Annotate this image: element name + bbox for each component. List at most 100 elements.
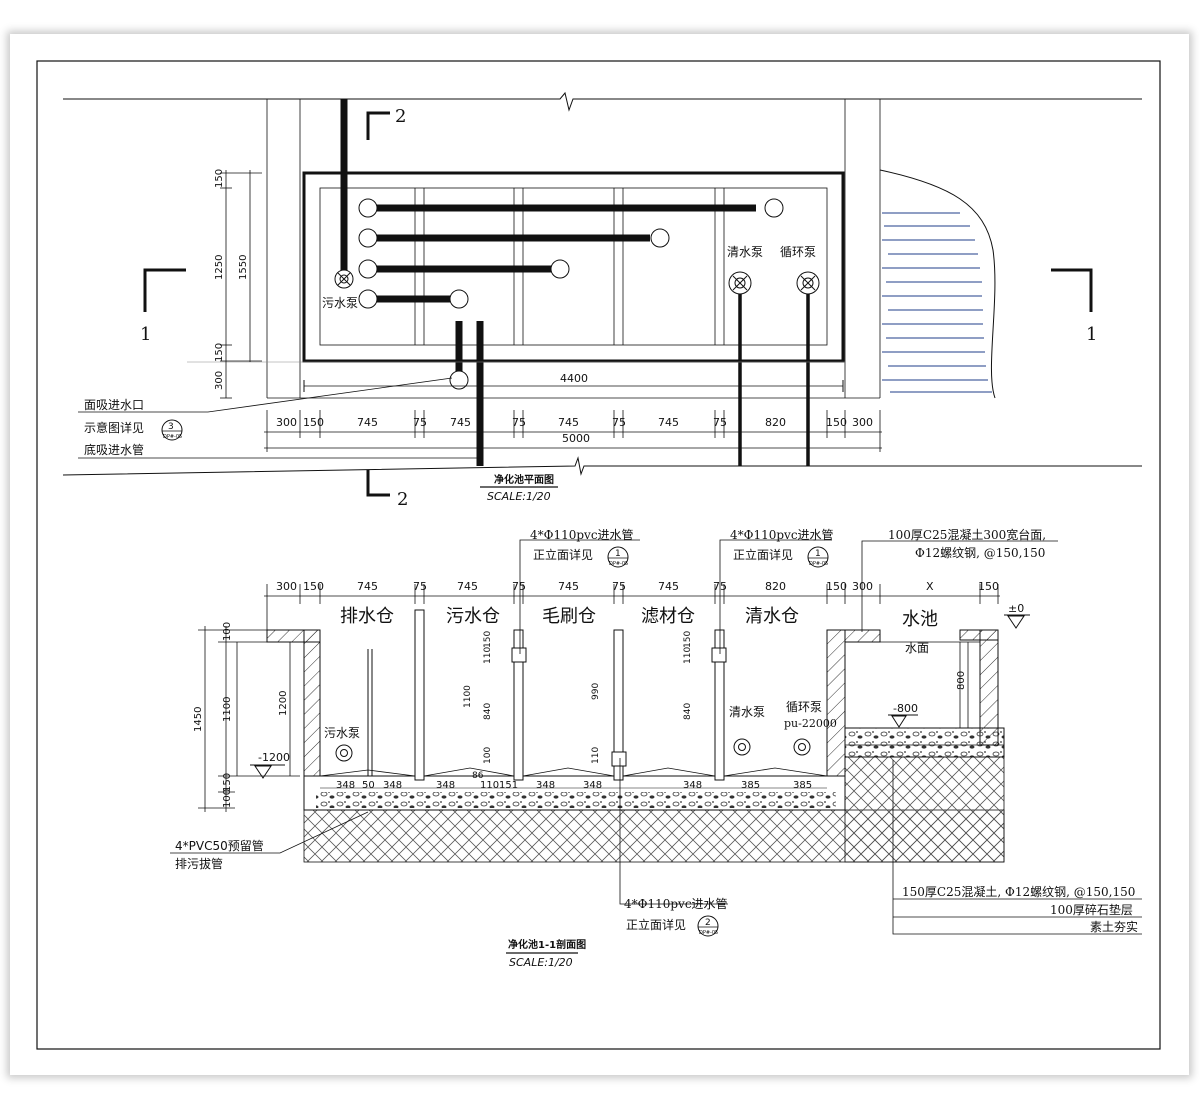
sec-pump-circ-label: 循环泵 bbox=[786, 700, 822, 714]
sec-int-dim-840-b: 840 bbox=[683, 703, 693, 720]
plan-view bbox=[62, 91, 1142, 497]
sec-dim-left-100-top: 100 bbox=[222, 622, 233, 641]
sec-dim-745-d: 745 bbox=[658, 580, 679, 593]
plan-dim-v-150-top: 150 bbox=[214, 169, 225, 188]
sec-base-dim-348-c: 348 bbox=[436, 780, 455, 791]
sec-int-dim-100: 100 bbox=[483, 747, 493, 764]
sec-base-dim-348-e: 348 bbox=[583, 780, 602, 791]
section-pump-sewage-symbol bbox=[335, 744, 353, 762]
section-mark-2-bottom-lines bbox=[366, 470, 390, 497]
plan-pump-clean-label: 清水泵 bbox=[727, 245, 763, 259]
plan-pump-sewage-label: 污水泵 bbox=[322, 296, 358, 310]
sec-int-dim-150-b: 150 bbox=[683, 631, 693, 648]
sec-dim-75-b: 75 bbox=[512, 580, 526, 593]
sec-dim-x: X bbox=[926, 580, 934, 593]
section-wall-right bbox=[826, 629, 846, 777]
sec-dim-75-c: 75 bbox=[612, 580, 626, 593]
plan-dim-75-b: 75 bbox=[512, 416, 526, 429]
section-wall-left bbox=[303, 629, 321, 777]
sec-pipe-label-3: 4*Φ110pvc进水管 bbox=[624, 896, 728, 911]
sec-dim-300-b: 300 bbox=[852, 580, 873, 593]
sec-base-note-2: 100厚碎石垫层 bbox=[1050, 902, 1133, 917]
plan-dim-75-d: 75 bbox=[713, 416, 727, 429]
sec-int-dim-990: 990 bbox=[591, 683, 601, 700]
chamber-label-pool: 水池 bbox=[902, 609, 938, 630]
sec-dim-left-1450: 1450 bbox=[193, 707, 204, 732]
chamber-label-filter: 滤材仓 bbox=[641, 606, 695, 627]
sec-dim-745-a: 745 bbox=[357, 580, 378, 593]
plan-dim-150-b: 150 bbox=[826, 416, 847, 429]
sec-int-dim-110-a: 110 bbox=[483, 647, 493, 664]
plan-dim-745-d: 745 bbox=[658, 416, 679, 429]
sec-ref-1b-num: 1 bbox=[815, 549, 821, 559]
sec-pipe-label-2: 4*Φ110pvc进水管 bbox=[730, 527, 834, 542]
plan-callout-surface-inlet: 面吸进水口 bbox=[84, 398, 144, 412]
cad-drawing: 1 1 2 2 污水泵 清水泵 循环泵 150 1250 150 300 155… bbox=[36, 60, 1161, 1050]
chamber-label-sewage: 污水仓 bbox=[446, 606, 500, 627]
plan-dim-820: 820 bbox=[765, 416, 786, 429]
plan-ref-num: 3 bbox=[168, 422, 174, 432]
section-mark-2-top-lines bbox=[366, 111, 390, 140]
sec-dim-1200: 1200 bbox=[278, 691, 289, 716]
sec-elev-ref-3: 正立面详见 bbox=[626, 917, 686, 932]
sec-base-dim-348-f: 348 bbox=[683, 780, 702, 791]
plan-texts: 1 1 2 2 污水泵 清水泵 循环泵 150 1250 150 300 155… bbox=[84, 106, 1097, 510]
sec-pipe-label-1: 4*Φ110pvc进水管 bbox=[530, 527, 634, 542]
sec-base-dim-151: 151 bbox=[499, 780, 518, 791]
section-top-slab-left bbox=[266, 629, 321, 643]
plan-dim-v-1250: 1250 bbox=[214, 255, 225, 280]
sec-base-dim-348-b: 348 bbox=[383, 780, 402, 791]
level-minus-800-marker bbox=[888, 714, 918, 728]
level-zero-marker bbox=[1004, 614, 1030, 629]
plan-dim-745-c: 745 bbox=[558, 416, 579, 429]
level-zero-label: ±0 bbox=[1008, 602, 1024, 615]
section-scale: SCALE:1/20 bbox=[509, 956, 573, 969]
sec-ref-1-num: 1 bbox=[615, 549, 621, 559]
plan-dim-300-b: 300 bbox=[852, 416, 873, 429]
drawing-border bbox=[36, 60, 1161, 1050]
sec-pvc-note-1: 4*PVC50预留管 bbox=[175, 838, 264, 853]
sec-dim-75-d: 75 bbox=[713, 580, 727, 593]
level-minus-800-label: -800 bbox=[893, 702, 918, 715]
sec-pump-model: pu-22000 bbox=[784, 717, 837, 730]
sec-dim-150-b: 150 bbox=[826, 580, 847, 593]
plan-tank-outline bbox=[302, 171, 845, 363]
section-soil-right bbox=[844, 756, 1005, 863]
plan-scale: SCALE:1/20 bbox=[487, 490, 551, 503]
sec-base-note-3: 素土夯实 bbox=[1090, 919, 1138, 934]
sec-int-dim-86: 86 bbox=[472, 771, 484, 781]
plan-dim-75-c: 75 bbox=[612, 416, 626, 429]
water-surface-label: 水面 bbox=[905, 641, 929, 655]
sec-base-dim-110: 110 bbox=[480, 780, 499, 791]
plan-boundary-top bbox=[63, 91, 1142, 112]
plan-pump-clean-symbol bbox=[728, 271, 752, 295]
sec-dim-left-100-bottom: 100 bbox=[222, 789, 233, 808]
section-view bbox=[170, 539, 1142, 954]
plan-section-2-bottom: 2 bbox=[397, 489, 408, 510]
plan-callout-leader bbox=[78, 377, 453, 413]
section-pool-slab bbox=[844, 727, 1005, 758]
sec-pump-sewage-label: 污水泵 bbox=[324, 726, 360, 740]
section-ref-2-bubble bbox=[697, 915, 719, 937]
sec-dim-800: 800 bbox=[956, 671, 967, 690]
sec-ref-1b-sheet: DP#-05 bbox=[809, 561, 828, 567]
sec-elev-ref-1: 正立面详见 bbox=[533, 547, 593, 562]
chamber-label-brush: 毛刷仓 bbox=[542, 606, 596, 627]
sec-ref-2-sheet: DP#-05 bbox=[699, 930, 718, 936]
section-mark-1-left-lines bbox=[143, 268, 186, 312]
sec-elev-ref-2: 正立面详见 bbox=[733, 547, 793, 562]
sec-dim-820: 820 bbox=[765, 580, 786, 593]
section-title: 净化池1-1剖面图 bbox=[508, 938, 586, 951]
chamber-label-drain: 排水仓 bbox=[340, 606, 394, 627]
plan-section-1-left: 1 bbox=[140, 324, 151, 345]
plan-dim-75-a: 75 bbox=[413, 416, 427, 429]
plan-dim-v-150-bottom: 150 bbox=[214, 343, 225, 362]
sec-int-dim-150-a: 150 bbox=[483, 631, 493, 648]
sec-base-dim-348-d: 348 bbox=[536, 780, 555, 791]
sec-top-note-1: 100厚C25混凝土300宽台面, bbox=[888, 527, 1046, 542]
sec-ref-2-num: 2 bbox=[705, 918, 711, 928]
section-ref-1-bubble bbox=[607, 546, 629, 568]
plan-pump-circ-symbol bbox=[796, 271, 820, 295]
section-pump-circ-symbol bbox=[793, 738, 811, 756]
plan-dim-v-1550: 1550 bbox=[238, 255, 249, 280]
